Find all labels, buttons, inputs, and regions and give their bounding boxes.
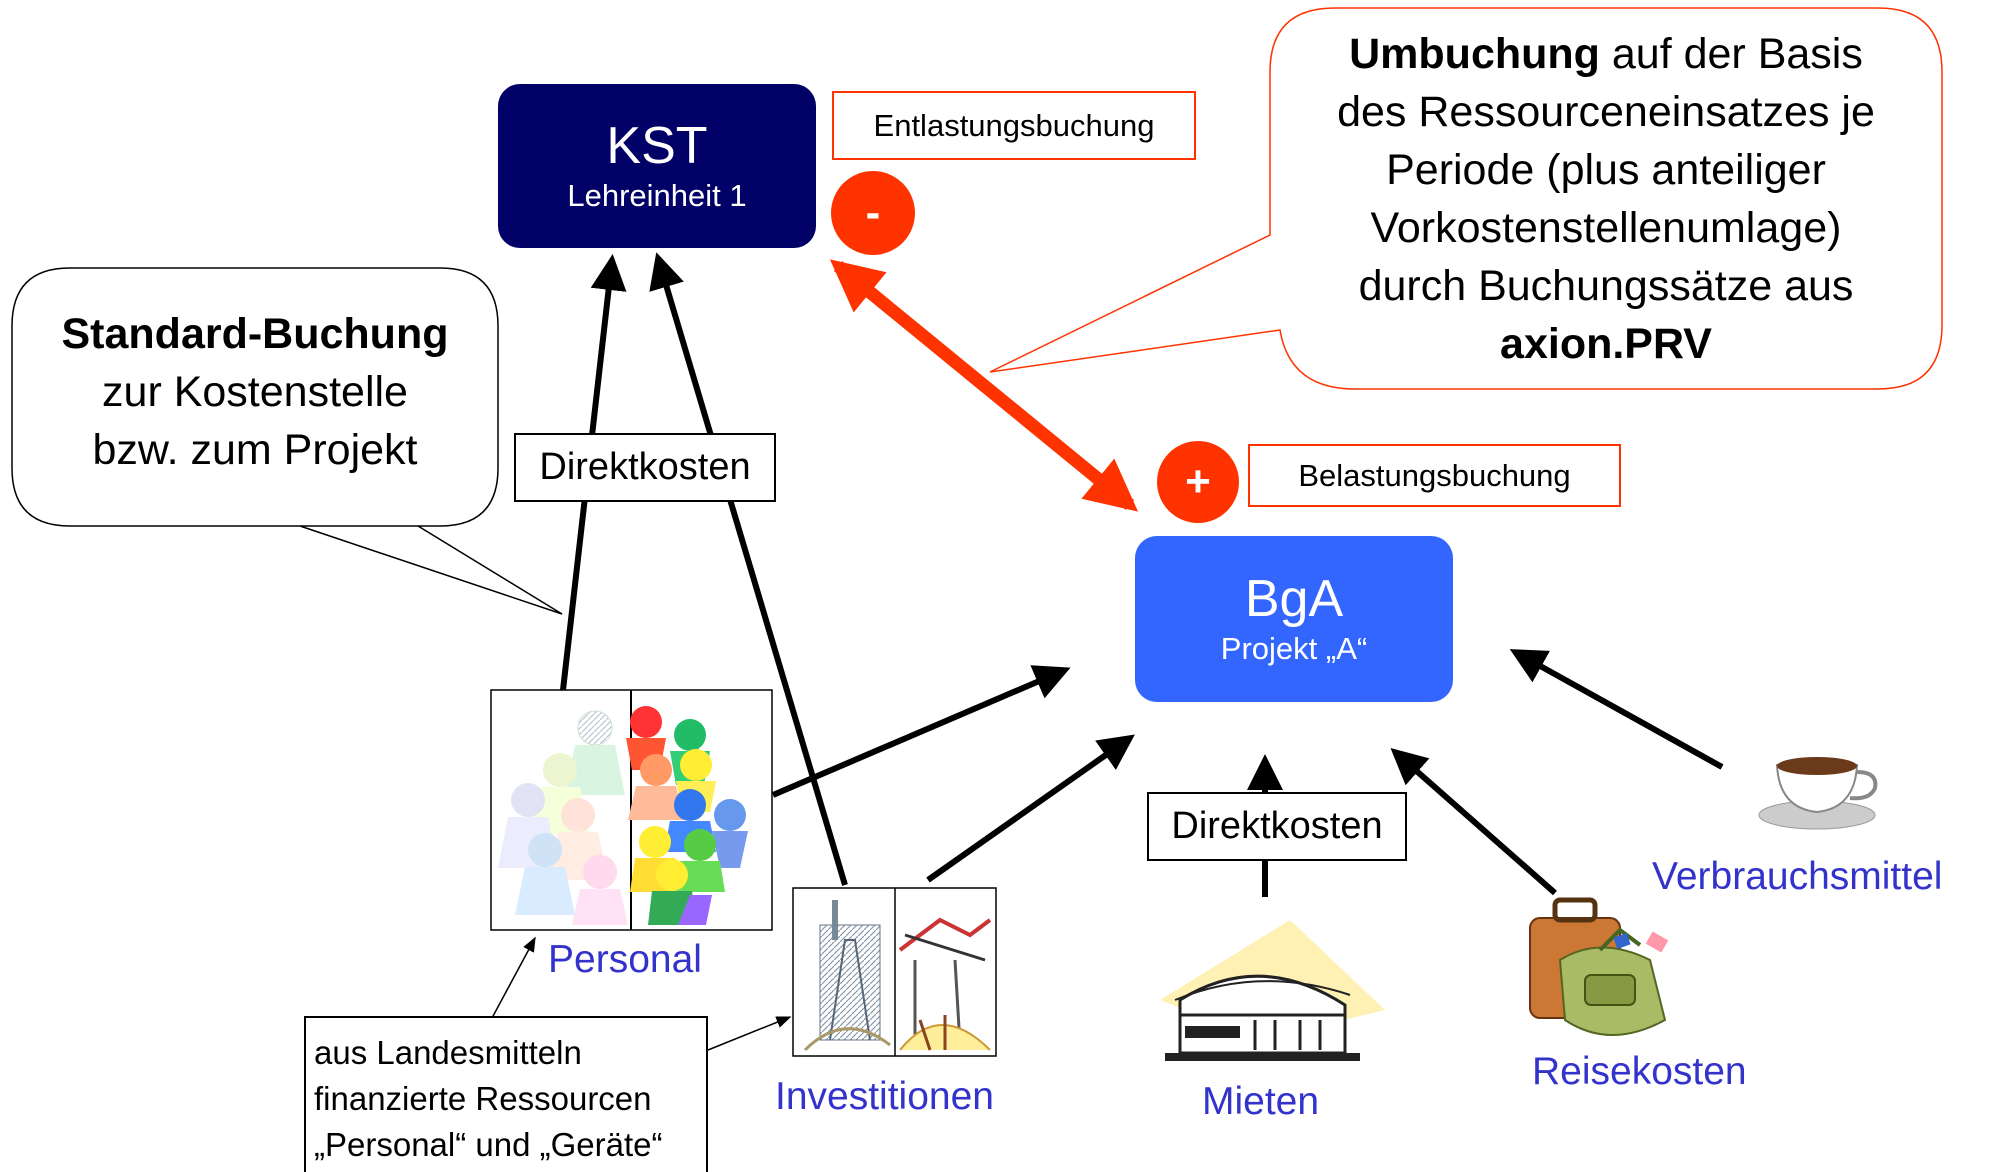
umbuchung-callout-bubble — [989, 7, 1943, 390]
note-pointer-investitionen — [707, 1016, 792, 1051]
people-group-icon — [490, 689, 773, 931]
umbuchung-callout-line3: Periode (plus anteiliger — [1386, 146, 1826, 194]
investitionen-label: Investitionen — [775, 1075, 994, 1118]
luggage-icon — [1529, 897, 1669, 1036]
umbuchung-callout-line4: Vorkostenstellenumlage) — [1370, 204, 1842, 252]
kst-subtitle: Lehreinheit 1 — [567, 178, 747, 213]
arrow-personal-to-bga — [771, 665, 1071, 798]
standard-callout-line1: zur Kostenstelle — [102, 368, 408, 416]
minus-sign: - — [865, 188, 881, 237]
umbuchung-callout-bold-end: axion.PRV — [1500, 320, 1712, 368]
arrow-reisekosten-to-bga — [1390, 748, 1557, 896]
note-pointer-personal — [491, 936, 536, 1019]
standard-callout-text: Standard-Buchung zur Kostenstelle bzw. z… — [20, 305, 490, 479]
personal-label: Personal — [548, 938, 702, 981]
verbrauchsmittel-label: Verbrauchsmittel — [1652, 855, 1943, 898]
funding-note-line3: „Personal“ und „Geräte“ — [314, 1126, 663, 1163]
reisekosten-label: Reisekosten — [1532, 1050, 1747, 1093]
industry-icon — [792, 887, 997, 1057]
plus-sign: + — [1185, 457, 1211, 506]
museum-building-icon — [1160, 920, 1385, 1061]
umbuchung-callout-line5: durch Buchungssätze aus — [1358, 262, 1854, 310]
umbuchung-callout-text: Umbuchung auf der Basis des Ressourcenei… — [1275, 25, 1937, 373]
umbuchung-callout-line1-rest: auf der Basis — [1599, 30, 1863, 78]
direktkosten-right-label: Direktkosten — [1147, 792, 1407, 861]
coffee-cup-icon — [1758, 757, 1878, 830]
entlastung-label: Entlastungsbuchung — [832, 91, 1196, 160]
bga-title: BgA — [1244, 570, 1344, 628]
mieten-label: Mieten — [1202, 1080, 1320, 1123]
standard-callout-line2: bzw. zum Projekt — [92, 426, 418, 474]
standard-callout-bubble — [11, 267, 563, 615]
umbuchung-double-arrow — [829, 259, 1139, 512]
umbuchung-callout-bold-start: Umbuchung — [1349, 30, 1600, 78]
bga-node: BgA Projekt „A“ — [1135, 536, 1453, 702]
minus-circle — [831, 171, 915, 255]
kst-title: KST — [606, 117, 708, 175]
funding-note-box: aus Landesmitteln finanzierte Ressourcen… — [304, 1016, 708, 1172]
arrow-investitionen-to-bga — [926, 734, 1135, 883]
direktkosten-left-label: Direktkosten — [514, 433, 776, 502]
arrow-verbrauchsmittel-to-bga — [1509, 649, 1724, 770]
belastung-label: Belastungsbuchung — [1248, 444, 1621, 507]
funding-note-line1: aus Landesmitteln — [314, 1034, 582, 1071]
bga-subtitle: Projekt „A“ — [1220, 631, 1368, 666]
standard-callout-bold: Standard-Buchung — [61, 310, 449, 358]
plus-circle — [1157, 441, 1239, 523]
kst-node: KST Lehreinheit 1 — [498, 84, 816, 248]
umbuchung-callout-line2: des Ressourceneinsatzes je — [1337, 88, 1875, 136]
funding-note-line2: finanzierte Ressourcen — [314, 1080, 652, 1117]
